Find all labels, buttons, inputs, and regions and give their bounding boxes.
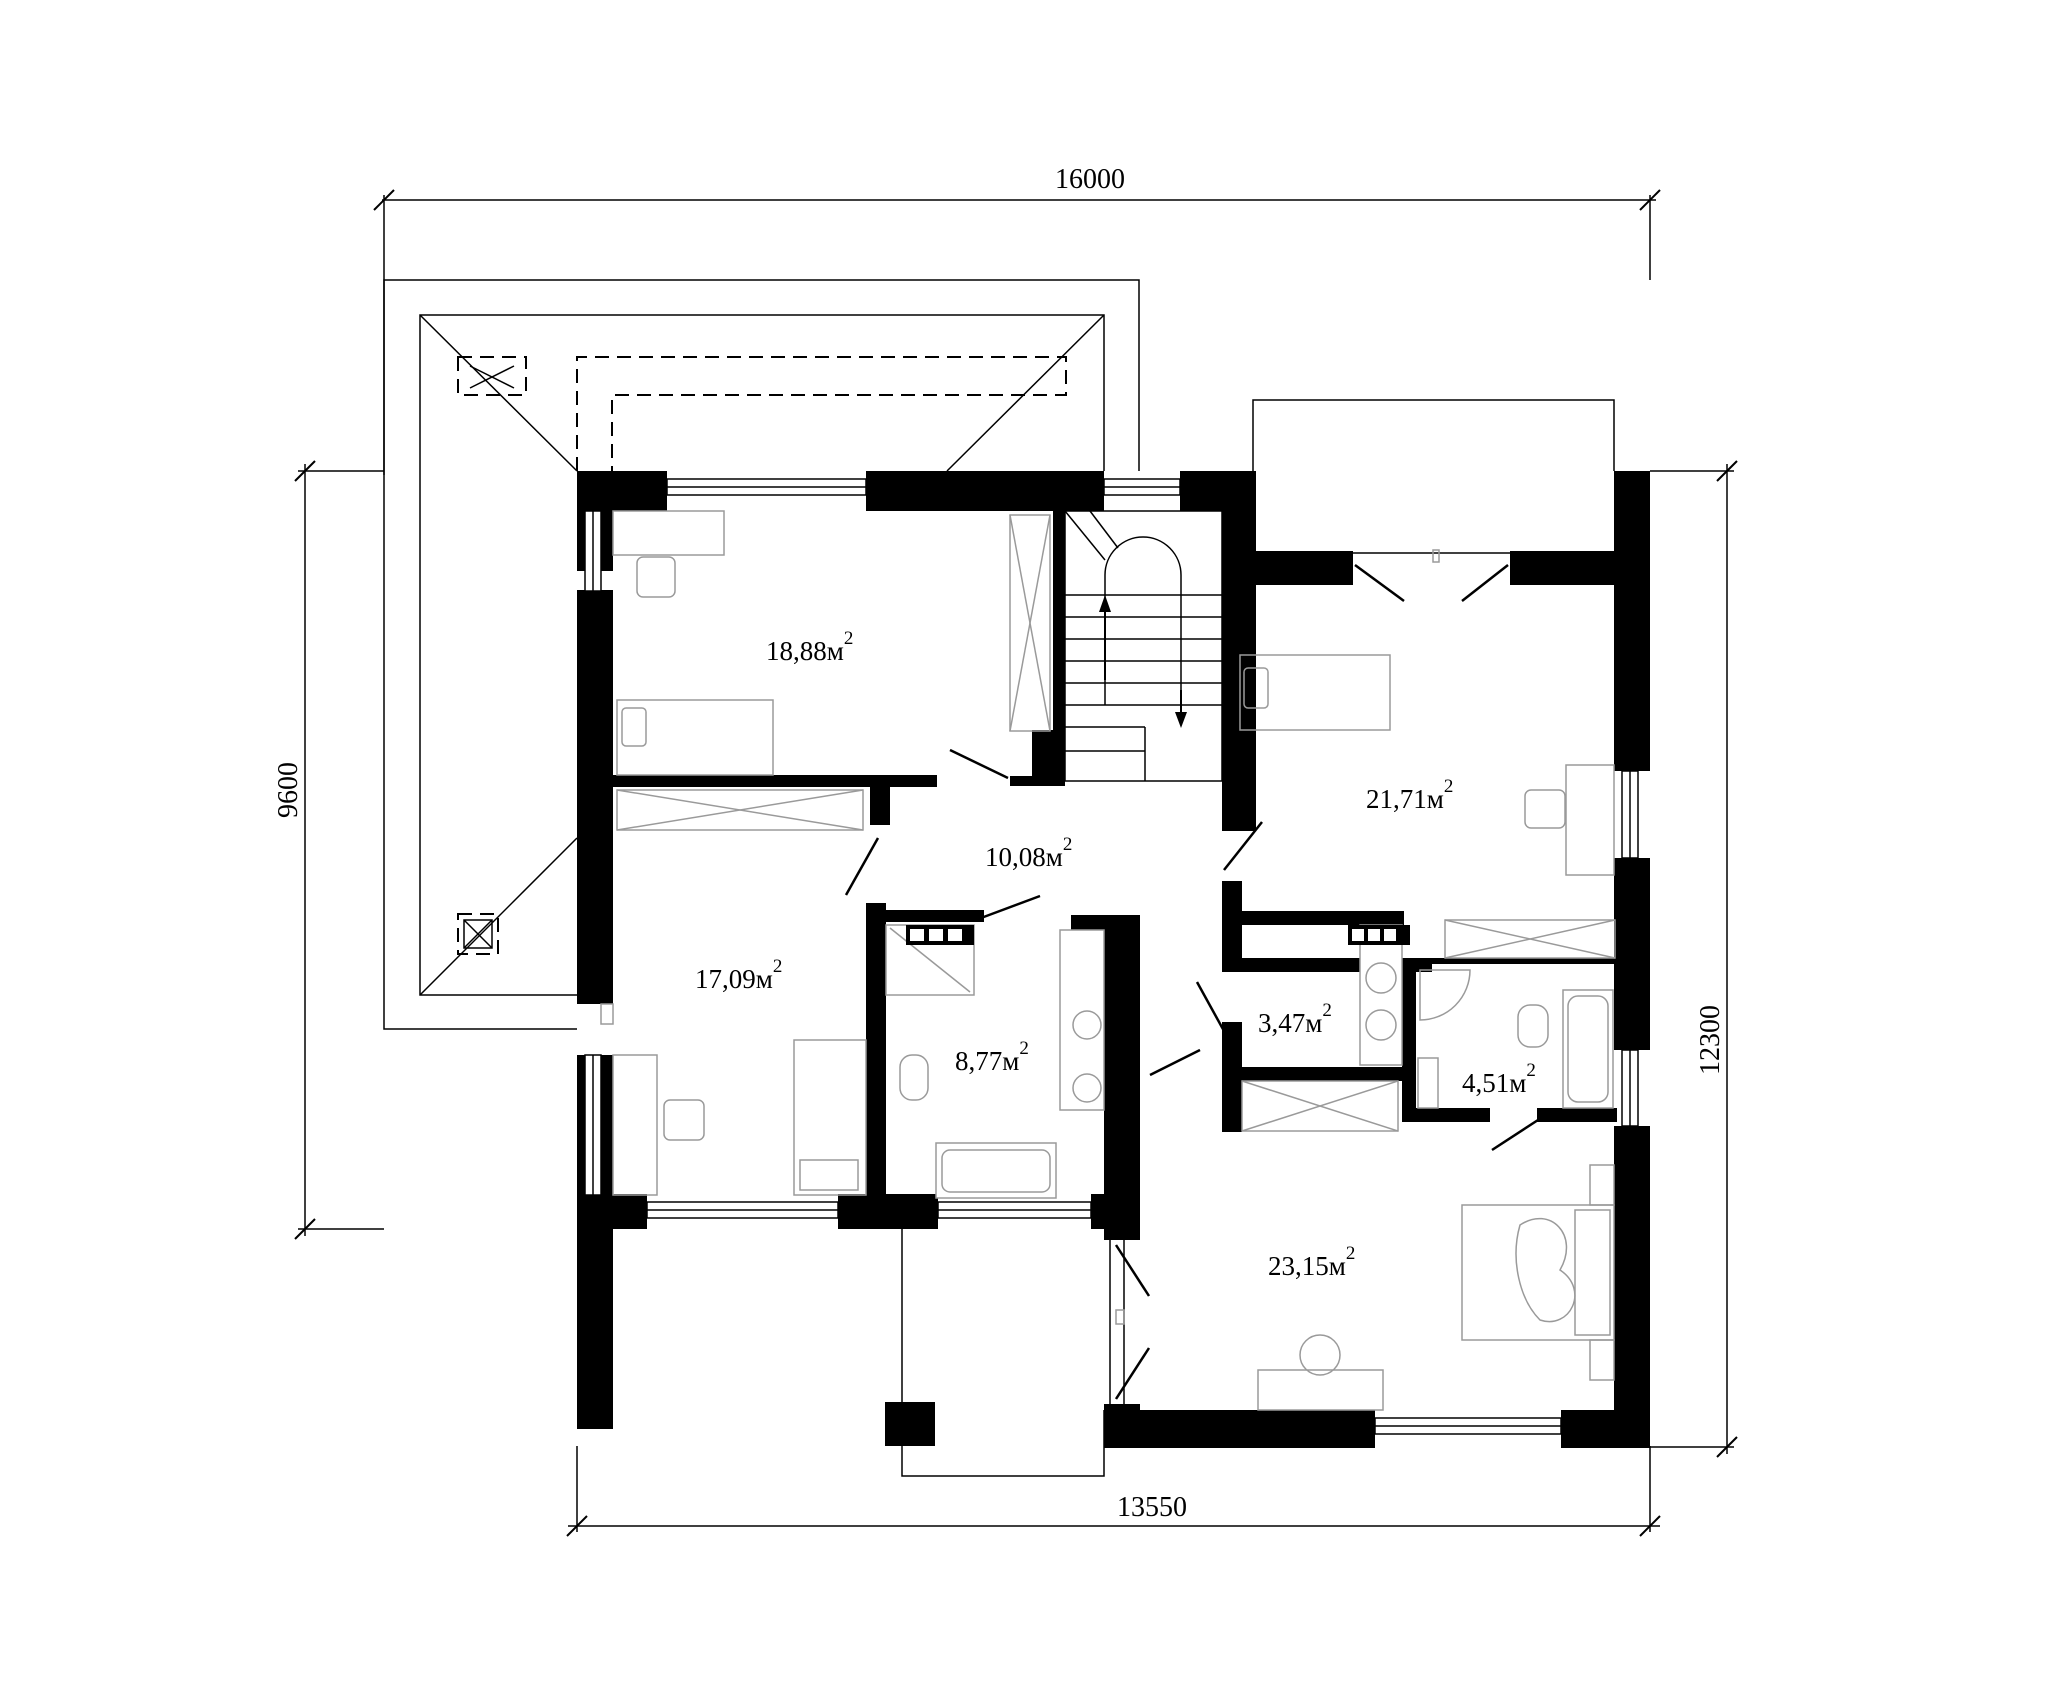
room-area-8: 23,15м2 [1268,1243,1355,1281]
dimension-bottom: 13550 [1117,1492,1187,1523]
staircase [1064,510,1223,782]
room-area-6: 3,47м2 [1258,1000,1332,1038]
doors [844,563,1539,1400]
room-area-4: 17,09м2 [695,956,782,994]
furniture [600,510,1616,1411]
room-area-labels: 18,88м2 10,08м2 21,71м2 17,09м2 8,77м2 3… [695,628,1536,1281]
dimension-left: 9600 [273,762,304,818]
dimension-right: 12300 [1695,1005,1726,1075]
dimension-lines [294,189,1738,1537]
room-area-1: 18,88м2 [766,628,853,666]
walls [577,471,1650,1448]
room-area-7: 4,51м2 [1462,1060,1536,1098]
room-area-2: 10,08м2 [985,834,1072,872]
dimension-top: 16000 [1055,164,1125,195]
windows [584,478,1639,1435]
room-area-3: 21,71м2 [1366,776,1453,814]
roof-outline [383,279,1140,1030]
room-area-5: 8,77м2 [955,1038,1029,1076]
